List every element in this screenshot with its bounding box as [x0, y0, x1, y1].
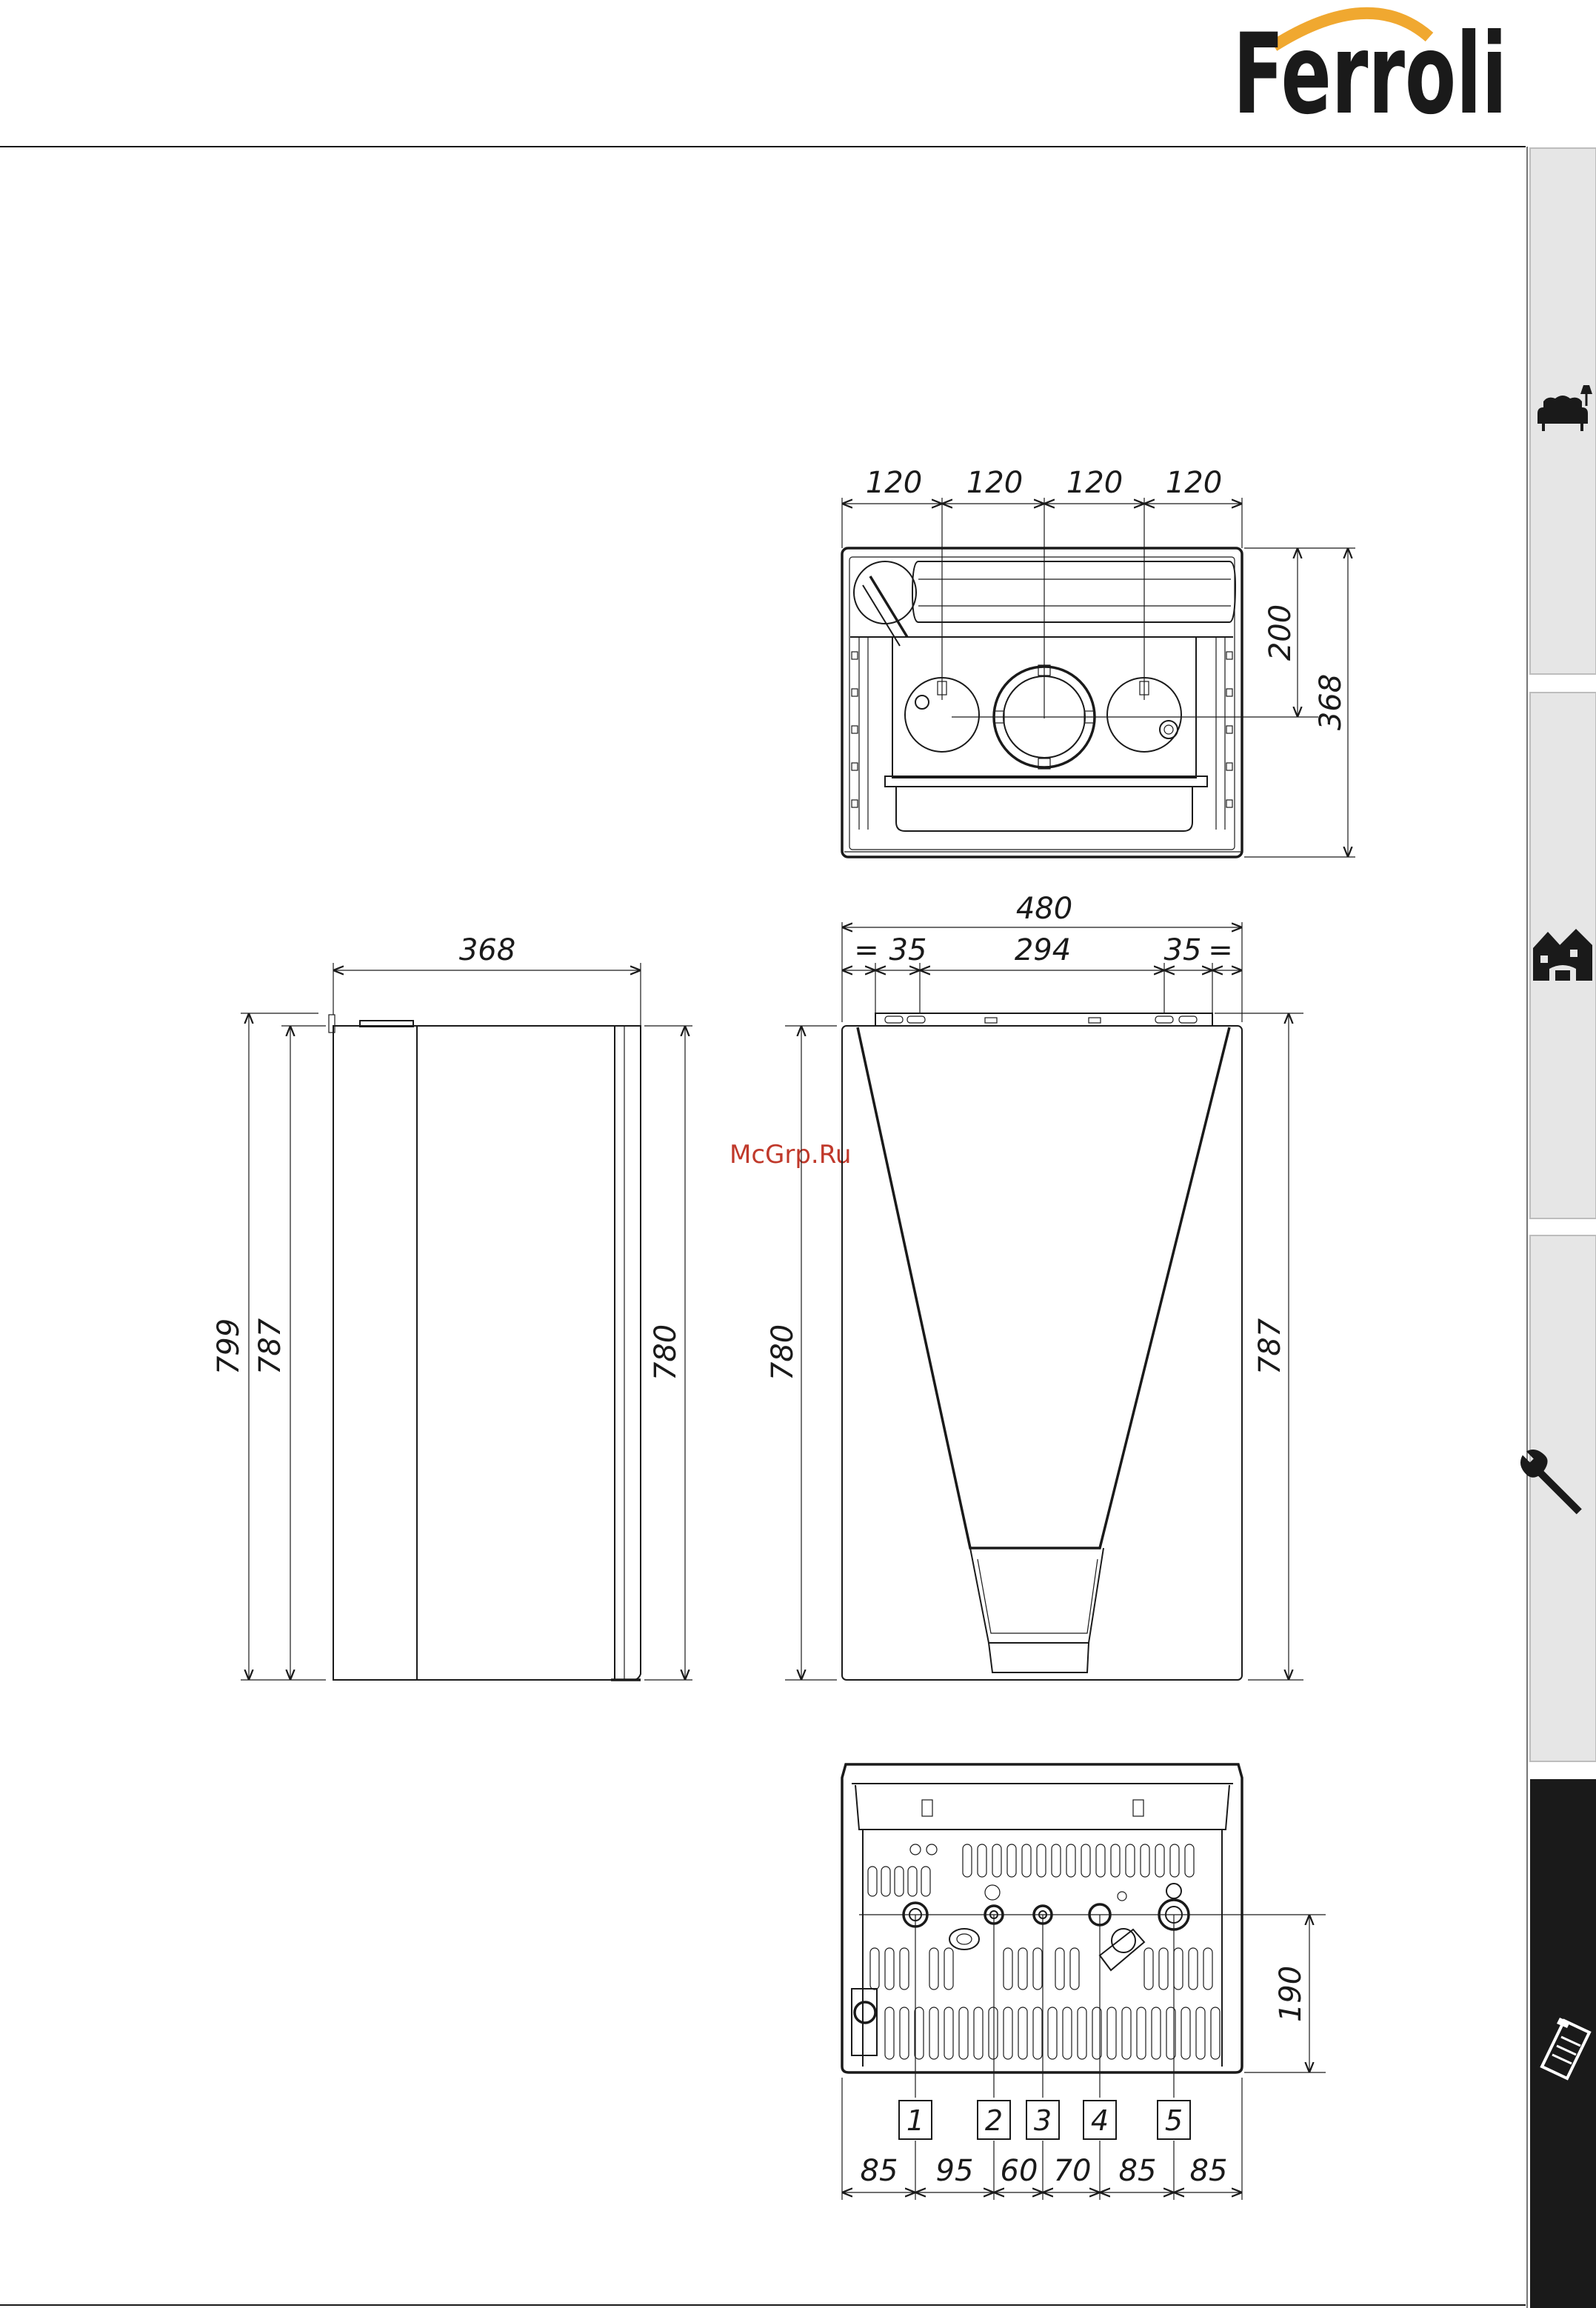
connection-label-1: 1	[906, 2104, 924, 2137]
top-view-width-dimensions: 120 120 120 120	[842, 466, 1242, 548]
top-dim-1: 120	[866, 466, 922, 500]
bottom-dim-6: 85	[1190, 2154, 1228, 2188]
top-dim-3: 120	[1066, 466, 1123, 500]
condensate-tray	[896, 787, 1192, 831]
top-dim-2: 120	[966, 466, 1023, 500]
bottom-dim-1: 85	[861, 2154, 898, 2188]
expansion-vessel	[912, 561, 1235, 622]
drain-cock	[1100, 1930, 1144, 1970]
logo-text: Ferroli	[1233, 10, 1507, 139]
bottom-dim-5: 85	[1119, 2154, 1157, 2188]
bottom-dim-2: 95	[936, 2154, 974, 2188]
bottom-dim-4: 70	[1054, 2154, 1092, 2188]
side-view: 368 799 787 780	[212, 933, 692, 1680]
condensate-outlet	[855, 2002, 875, 2023]
control-panel	[989, 1643, 1089, 1672]
side-view-outline	[333, 1026, 641, 1680]
gas-valve	[949, 1929, 979, 1950]
connection-label-5: 5	[1165, 2104, 1183, 2137]
ferroli-logo: Ferroli	[1233, 10, 1507, 139]
top-dim-4: 120	[1166, 466, 1222, 500]
top-view: 120 120 120 120 200 368	[842, 466, 1355, 857]
ventilation-slots	[868, 1844, 1220, 2059]
top-view-depth-dimensions: 200 368	[1244, 548, 1355, 857]
top-view-outline	[842, 548, 1242, 857]
top-dim-depth-368: 368	[1314, 674, 1348, 730]
front-panel-v-shape	[858, 1027, 1229, 1548]
connection-label-4: 4	[1091, 2104, 1109, 2137]
mounting-bracket	[875, 1013, 1212, 1026]
side-dim-780: 780	[649, 1324, 683, 1381]
front-view: 480 = 35 294 35 = 780 787	[766, 892, 1303, 1680]
tab-technical-data[interactable]	[1530, 1779, 1596, 2308]
front-dim-equal-left: =	[854, 933, 879, 967]
side-dim-799: 799	[212, 1318, 246, 1375]
side-dim-787: 787	[253, 1318, 287, 1375]
front-dim-780: 780	[766, 1324, 800, 1381]
front-dim-width: 480	[1016, 892, 1072, 926]
front-view-outline	[842, 1026, 1242, 1680]
bottom-view: 190 1 2 3 4 5 85 95 60 70 85 85	[842, 1764, 1326, 2200]
front-dim-35-left: 35	[889, 933, 927, 967]
front-dim-35-right: 35	[1164, 933, 1202, 967]
fan-unit	[854, 561, 916, 624]
bottom-dim-3: 60	[1001, 2154, 1038, 2188]
connection-label-3: 3	[1034, 2104, 1052, 2137]
bottom-dim-190: 190	[1274, 1966, 1308, 2022]
watermark-text: McGrp.Ru	[729, 1140, 851, 1170]
side-dim-width: 368	[459, 933, 515, 967]
front-dim-787: 787	[1253, 1318, 1287, 1375]
top-dim-depth-200: 200	[1263, 604, 1298, 661]
front-dim-equal-right: =	[1208, 933, 1233, 967]
front-dim-294: 294	[1015, 933, 1071, 967]
connection-label-2: 2	[985, 2104, 1003, 2137]
